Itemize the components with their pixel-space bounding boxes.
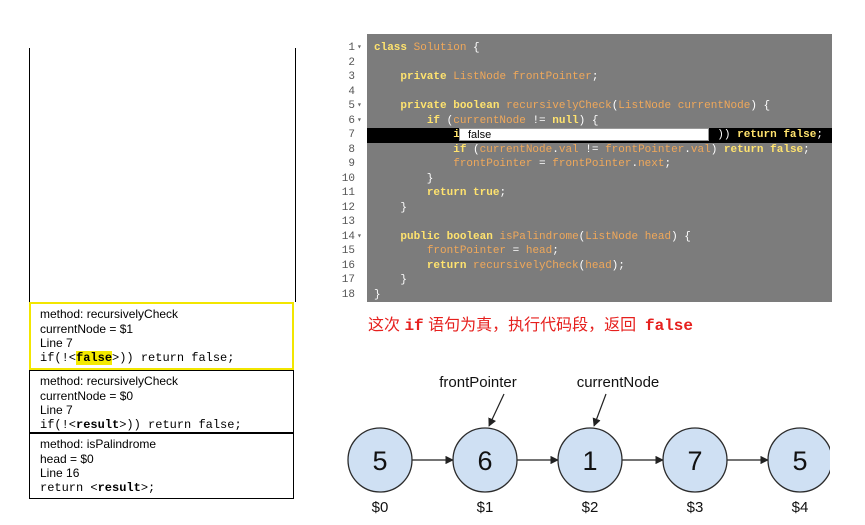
frame-method: method: recursivelyCheck bbox=[40, 307, 179, 321]
node-value: 7 bbox=[687, 446, 702, 476]
code-line: 12 } bbox=[338, 201, 832, 216]
fold-toggle-icon[interactable]: ▾ bbox=[357, 115, 362, 125]
linked-list-diagram: 5 $0 6 $1 1 $2 7 $3 5 $4 frontPointer currentNode bbox=[347, 374, 830, 516]
stack-rail-right bbox=[295, 48, 296, 302]
frame-return-value: false bbox=[76, 350, 113, 365]
code-line: 11 return true; bbox=[338, 186, 832, 201]
list-node bbox=[767, 427, 830, 493]
node-address-label: $4 bbox=[792, 499, 809, 516]
code-line: 13 bbox=[338, 215, 832, 230]
line-number: 18 bbox=[341, 288, 355, 301]
code-line: 16 return recursivelyCheck(head); bbox=[338, 259, 832, 274]
line-number: 14 bbox=[341, 230, 355, 243]
stack-frame[interactable]: method: isPalindrome head = $0 Line 16 r… bbox=[29, 433, 294, 499]
call-stack: method: recursivelyCheck currentNode = $… bbox=[29, 48, 296, 499]
line-number: 13 bbox=[341, 216, 355, 228]
pointer-label: currentNode bbox=[577, 374, 660, 391]
line-gutter bbox=[338, 34, 367, 302]
line-number: 10 bbox=[341, 172, 355, 185]
stack-rail-left bbox=[29, 48, 30, 302]
code-text: } bbox=[374, 172, 434, 185]
fold-toggle-icon[interactable]: ▾ bbox=[357, 43, 362, 52]
node-address-label: $1 bbox=[477, 499, 494, 516]
code-text: } bbox=[374, 274, 408, 286]
code-text: frontPointer = head; bbox=[426, 245, 559, 257]
code-line: 8 if (currentNode.val != frontPointer.va… bbox=[338, 143, 832, 158]
code-line: 10 } bbox=[338, 172, 832, 187]
line-number: 8 bbox=[348, 143, 355, 156]
code-line-current: 7 if (! )) return false;false bbox=[338, 128, 832, 143]
node-value: 5 bbox=[792, 446, 807, 476]
code-text: if (currentNode.val != frontPointer.val)… bbox=[453, 143, 810, 156]
line-number: 17 bbox=[341, 274, 355, 286]
list-node bbox=[452, 427, 518, 493]
code-line: 2 bbox=[338, 56, 832, 71]
value-tooltip: false bbox=[459, 128, 709, 141]
line-number: 2 bbox=[348, 56, 355, 69]
frame-line: Line 16 bbox=[40, 466, 80, 480]
frame-variable: currentNode = $0 bbox=[40, 388, 134, 403]
node-value: 5 bbox=[372, 446, 387, 476]
list-node bbox=[662, 427, 728, 493]
line-number: 16 bbox=[341, 259, 355, 272]
line-number: 3 bbox=[348, 71, 355, 83]
node-value: 6 bbox=[477, 446, 492, 476]
frame-code: if(!<result>)) return false; bbox=[40, 417, 242, 432]
frame-variable: currentNode = $1 bbox=[40, 321, 134, 336]
line-number: 9 bbox=[348, 158, 355, 170]
pointer-arrow bbox=[488, 393, 505, 427]
pointer-arrow bbox=[592, 393, 607, 427]
code-text: class Solution { bbox=[374, 42, 480, 54]
code-line: 18} bbox=[338, 288, 832, 303]
line-number: 12 bbox=[341, 201, 355, 214]
code-text: } bbox=[374, 201, 408, 214]
code-line: 1▾ class Solution { bbox=[338, 41, 832, 56]
code-line: 4 bbox=[338, 85, 832, 100]
line-number: 6 bbox=[348, 114, 355, 127]
node-value: 1 bbox=[582, 446, 597, 476]
code-text: private ListNode frontPointer; bbox=[400, 71, 599, 83]
frame-line: Line 7 bbox=[40, 336, 73, 350]
code-line: 5▾ private boolean recursivelyCheck(List… bbox=[338, 99, 832, 114]
frame-variable: head = $0 bbox=[40, 451, 94, 466]
frame-method: method: recursivelyCheck bbox=[40, 374, 179, 388]
code-line: 15 frontPointer = head; bbox=[338, 244, 832, 259]
line-number: 7 bbox=[348, 129, 355, 141]
frame-code: return <result>; bbox=[40, 480, 156, 495]
node-address-label: $2 bbox=[582, 499, 599, 516]
stack-frame[interactable]: method: recursivelyCheck currentNode = $… bbox=[29, 370, 294, 433]
line-number: 4 bbox=[348, 85, 355, 98]
code-line: 17 } bbox=[338, 273, 832, 288]
line-number: 15 bbox=[341, 245, 355, 257]
code-text: public boolean isPalindrome(ListNode hea… bbox=[400, 230, 691, 243]
frame-code: if(!<false>)) return false; bbox=[40, 350, 235, 365]
code-text: private boolean recursivelyCheck(ListNod… bbox=[400, 100, 771, 112]
code-area bbox=[367, 34, 832, 302]
code-line: 9 frontPointer = frontPointer.next; bbox=[338, 157, 832, 172]
pointer-label: frontPointer bbox=[439, 374, 517, 391]
list-node bbox=[557, 427, 623, 493]
stack-frame-active[interactable]: method: recursivelyCheck currentNode = $… bbox=[29, 302, 294, 370]
code-line: 6▾ if (currentNode != null) { bbox=[338, 114, 832, 129]
frame-line: Line 7 bbox=[40, 403, 73, 417]
code-text: return recursivelyCheck(head); bbox=[426, 259, 625, 272]
fold-toggle-icon[interactable]: ▾ bbox=[357, 101, 362, 110]
node-address-label: $3 bbox=[687, 499, 704, 516]
line-number: 11 bbox=[341, 187, 355, 199]
line-number: 1 bbox=[348, 42, 355, 54]
step-caption: 这次 if 语句为真，执行代码段，返回 false bbox=[368, 317, 694, 335]
code-text: } bbox=[374, 288, 381, 301]
code-text: frontPointer = frontPointer.next; bbox=[453, 158, 672, 170]
line-number: 5 bbox=[348, 100, 355, 112]
frame-method: method: isPalindrome bbox=[40, 437, 157, 451]
code-text: if (currentNode != null) { bbox=[426, 114, 599, 127]
fold-toggle-icon[interactable]: ▾ bbox=[357, 231, 362, 241]
node-address-label: $0 bbox=[372, 499, 389, 516]
code-text: return true; bbox=[426, 187, 507, 199]
code-line: 3 private ListNode frontPointer; bbox=[338, 70, 832, 85]
code-line: 14▾ public boolean isPalindrome(ListNode… bbox=[338, 230, 832, 245]
list-node bbox=[347, 427, 413, 493]
